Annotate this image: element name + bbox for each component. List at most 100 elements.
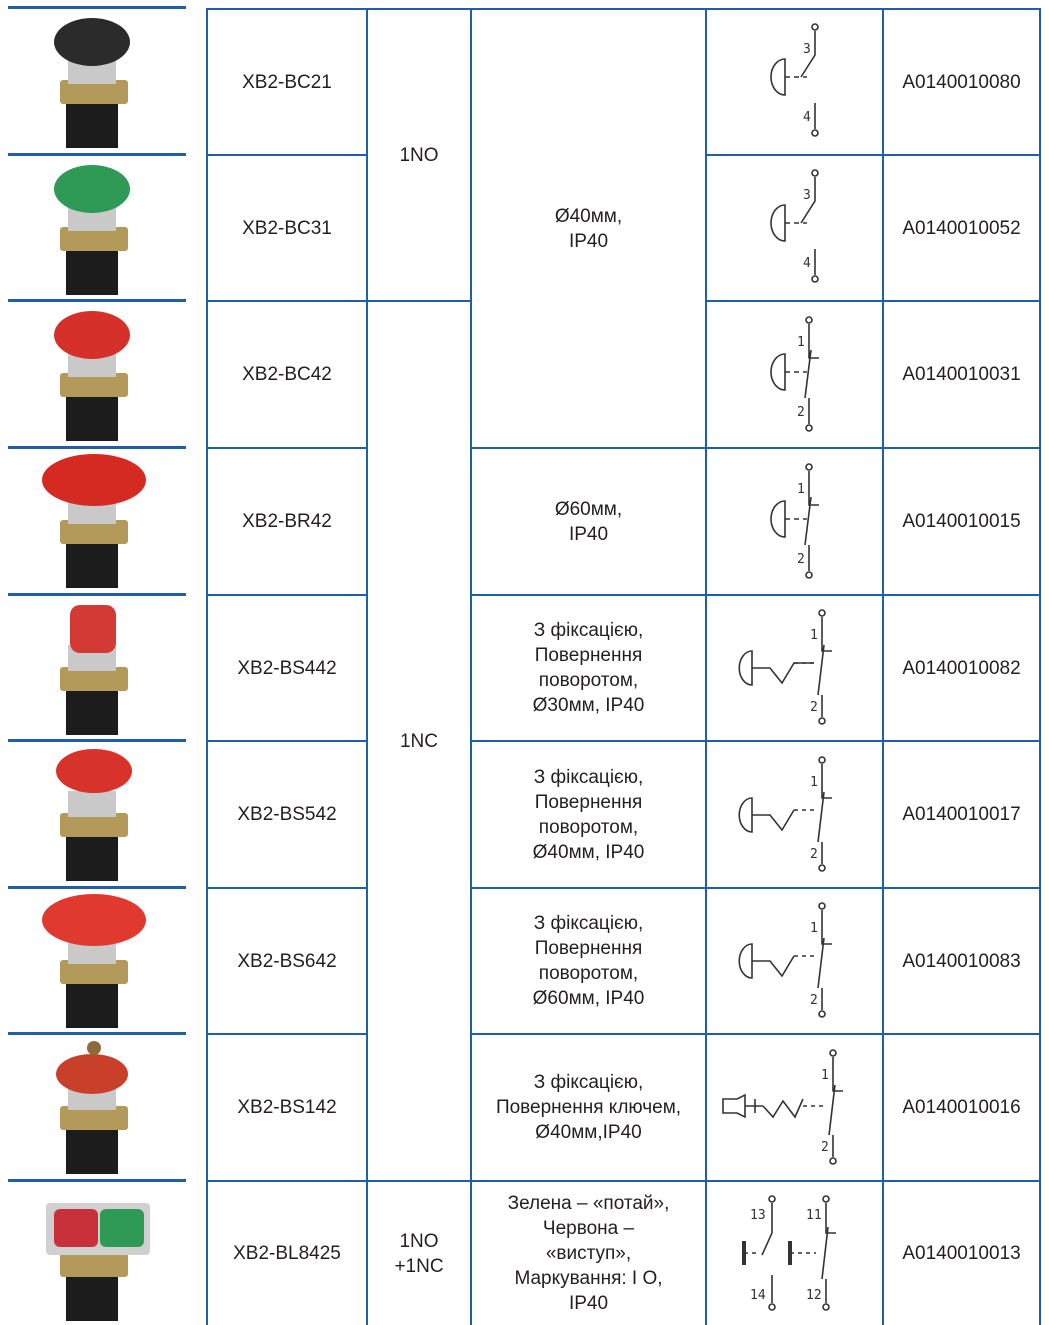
column-divider: [206, 8, 208, 1325]
button-photo: [8, 1183, 186, 1323]
description-line: Ø40мм,: [554, 205, 623, 227]
row-divider: [705, 300, 1041, 302]
button-photo: [8, 157, 186, 297]
description-line: поворотом,: [538, 670, 639, 691]
description-line: Ø60мм, IP40: [532, 988, 645, 1009]
svg-text:2: 2: [810, 700, 818, 715]
symbol-cell: 1 2: [707, 1035, 882, 1180]
button-photo: [8, 890, 186, 1030]
button-photo: [8, 1036, 186, 1176]
symbol-cell: 3 4: [707, 156, 882, 300]
nc-mushroom-icon: 1 2: [769, 315, 819, 432]
model-cell: XB2-BC21: [242, 71, 332, 93]
svg-text:12: 12: [806, 1288, 822, 1303]
mushroom-button-icon: [42, 894, 146, 1028]
article-code-cell: A0140010082: [902, 657, 1021, 679]
row-divider: [470, 740, 1041, 742]
row-divider: [8, 593, 186, 596]
symbol-cell: 1 2: [707, 889, 882, 1033]
svg-text:13: 13: [750, 1208, 766, 1223]
row-divider: [705, 154, 1041, 156]
row-divider: [206, 1180, 1041, 1182]
contacts-line: +1NC: [394, 1255, 444, 1277]
svg-text:4: 4: [803, 110, 811, 125]
description-line: Повернення: [534, 938, 643, 959]
row-divider: [206, 447, 368, 449]
svg-text:14: 14: [750, 1288, 766, 1303]
svg-text:1: 1: [797, 335, 805, 350]
row-divider: [206, 887, 368, 889]
column-divider: [470, 8, 472, 1325]
description-line: IP40: [568, 1293, 609, 1314]
svg-text:1: 1: [810, 775, 818, 790]
contacts-cell: 1NC: [399, 730, 438, 752]
button-photo: [8, 450, 186, 590]
description-line: Ø30мм, IP40: [532, 695, 645, 716]
nc-mushroom-icon: 1 2: [769, 462, 819, 579]
symbol-cell: 3 4: [707, 10, 882, 154]
row-divider: [206, 1033, 368, 1035]
button-photo: [8, 597, 186, 737]
description-cell: З фіксацією, Повернення поворотом, Ø60мм…: [472, 889, 705, 1033]
contacts-cell: 1NO: [399, 144, 439, 166]
contacts-cell: 1NO +1NC: [368, 1182, 470, 1325]
button-photo: [8, 10, 186, 150]
description-cell: З фіксацією, Повернення поворотом, Ø30мм…: [472, 596, 705, 740]
article-code-cell: A0140010080: [902, 71, 1021, 93]
row-divider: [8, 1179, 186, 1182]
description-line: З фіксацією,: [533, 620, 644, 641]
row-divider: [8, 446, 186, 449]
svg-text:2: 2: [821, 1140, 829, 1155]
mushroom-button-icon: [42, 454, 146, 588]
description-line: поворотом,: [538, 816, 639, 838]
description-line: IP40: [568, 230, 609, 252]
svg-text:2: 2: [797, 405, 805, 420]
column-divider: [882, 8, 884, 1325]
mushroom-button-icon: [54, 18, 130, 148]
description-line: Повернення: [534, 645, 643, 666]
description-line: Повернення: [534, 791, 643, 813]
mushroom-button-icon: [56, 749, 132, 881]
model-cell: XB2-BL8425: [233, 1243, 341, 1264]
double-button-icon: [46, 1203, 150, 1321]
description-line: Зелена – «потай»,: [507, 1193, 670, 1214]
svg-text:1: 1: [810, 628, 818, 643]
symbol-cell: 13 14 11 12: [707, 1182, 882, 1325]
row-divider: [470, 447, 1041, 449]
article-code-cell: A0140010083: [902, 950, 1021, 972]
model-cell: XB2-BR42: [242, 511, 332, 532]
no-mushroom-icon: 3 4: [769, 169, 819, 283]
description-cell: Ø60мм, IP40: [472, 449, 705, 594]
row-divider: [470, 1033, 1041, 1035]
mushroom-button-icon: [54, 165, 130, 295]
article-code-cell: A0140010015: [902, 511, 1021, 532]
svg-text:1: 1: [797, 482, 805, 497]
row-divider: [8, 6, 186, 9]
description-line: Червона –: [542, 1218, 635, 1239]
row-divider: [206, 154, 368, 156]
svg-text:11: 11: [806, 1208, 822, 1223]
description-line: Ø40мм,IP40: [535, 1122, 642, 1143]
description-line: «виступ»,: [545, 1243, 632, 1264]
nc-key-icon: 1 2: [721, 1048, 843, 1165]
column-divider: [705, 8, 707, 1325]
nc-latch-icon: 1 2: [737, 609, 832, 725]
description-line: Ø60мм,: [554, 498, 623, 520]
model-cell: XB2-BS142: [237, 1097, 337, 1118]
description-line: З фіксацією,: [533, 913, 644, 934]
svg-text:2: 2: [797, 552, 805, 567]
svg-text:2: 2: [810, 993, 818, 1008]
article-code-cell: A0140010017: [902, 804, 1021, 825]
svg-text:3: 3: [803, 188, 811, 203]
row-divider: [206, 594, 368, 596]
description-line: Маркування: I O,: [514, 1268, 663, 1289]
article-code-cell: A0140010013: [902, 1243, 1021, 1264]
article-code-cell: A0140010031: [902, 364, 1021, 385]
nc-latch-icon: 1 2: [737, 902, 832, 1018]
svg-text:2: 2: [810, 847, 818, 862]
mushroom-button-icon: [60, 605, 128, 735]
model-cell: XB2-BS642: [237, 950, 337, 972]
description-line: Повернення ключем,: [495, 1097, 682, 1118]
row-divider: [8, 299, 186, 302]
row-divider: [8, 153, 186, 156]
